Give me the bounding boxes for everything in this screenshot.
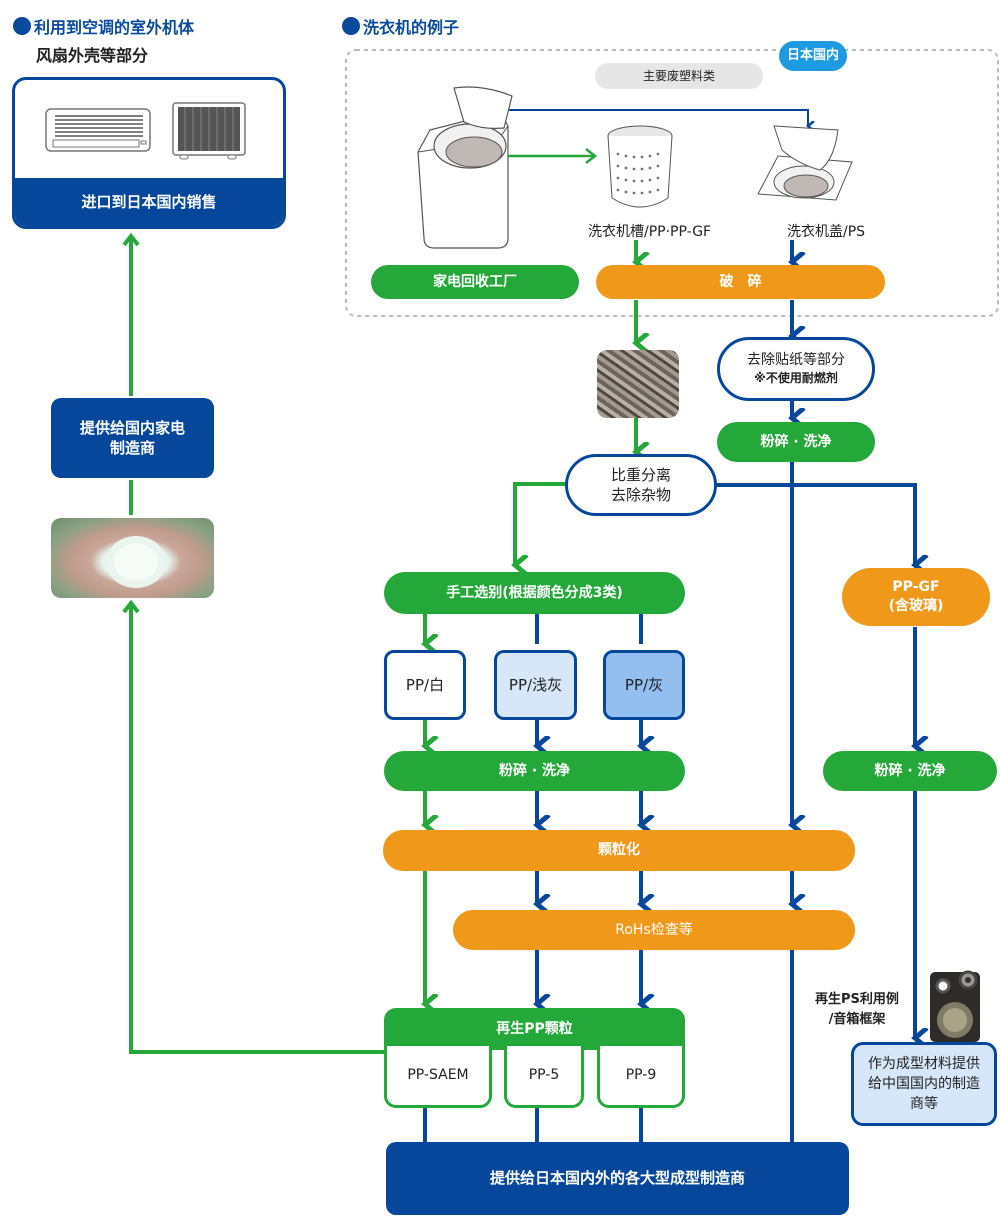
grade-pp-saem: PP-SAEM	[384, 1046, 492, 1108]
recycled-pp-header: 再生PP颗粒	[384, 1008, 685, 1050]
pp-light-gray-box: PP/浅灰	[494, 650, 577, 720]
pellets-photo	[51, 518, 214, 598]
remove-stickers-box: 去除贴纸等部分 ※不使用耐燃剂	[717, 337, 875, 401]
crushed-plastic-photo	[597, 350, 679, 418]
pelletize-pill: 颗粒化	[383, 830, 855, 871]
pulverize-wash-pill-ppgf: 粉碎 · 洗净	[823, 751, 997, 791]
final-supply-box: 提供给日本国内外的各大型成型制造商	[386, 1142, 849, 1215]
japan-domestic-badge: 日本国内	[779, 41, 847, 71]
manual-sorting-pill: 手工选别(根据颜色分成3类)	[384, 572, 685, 614]
domestic-appliance-supply-box: 提供给国内家电 制造商	[51, 398, 214, 478]
outdoor-unit-subheading: 风扇外壳等部分	[36, 46, 149, 65]
washer-lid-label: 洗衣机盖/PS	[787, 224, 866, 240]
pp-gray-box: PP/灰	[603, 650, 685, 720]
pellets-in-hand-icon	[106, 536, 166, 588]
china-supply-line2: 给中国国内的制造	[868, 1075, 980, 1092]
contains-glass-text: (含玻璃)	[888, 598, 944, 614]
china-supply-line1: 作为成型材料提供	[868, 1055, 980, 1072]
pp-gf-pill: PP-GF (含玻璃)	[842, 568, 990, 626]
ps-usage-example: 再生PS利用例 /音箱框架	[815, 990, 899, 1029]
main-waste-plastics-label: 主要废塑料类	[595, 63, 763, 89]
outdoor-ac-icon	[172, 102, 246, 160]
import-box: 进口到日本国内销售	[12, 77, 286, 229]
recycling-plant-pill: 家电回收工厂	[371, 265, 579, 299]
bullet-icon	[342, 17, 360, 35]
ps-usage-example-line1: 再生PS利用例	[815, 992, 899, 1007]
recycled-pp-group: 再生PP颗粒 PP-SAEM PP-5 PP-9	[384, 1008, 685, 1108]
left-green-flow	[129, 238, 385, 1054]
gravity-separation-box: 比重分离 去除杂物	[565, 454, 717, 516]
grade-pp-5: PP-5	[504, 1046, 584, 1108]
bullet-icon	[13, 17, 31, 35]
remove-impurities-text: 去除杂物	[610, 486, 671, 504]
outdoor-unit-heading: 利用到空调的室外机体	[13, 14, 194, 38]
pulverize-wash-pill-pp: 粉碎 · 洗净	[384, 751, 685, 791]
speaker-frame-photo	[930, 970, 980, 1042]
pp-gf-text: PP-GF	[892, 579, 940, 596]
washer-example-heading: 洗衣机的例子	[342, 14, 459, 38]
ps-usage-example-line2: /音箱框架	[828, 1011, 886, 1027]
pp-white-box: PP/白	[384, 650, 466, 720]
gravity-separation-text: 比重分离	[610, 465, 671, 484]
import-sales-label: 进口到日本国内销售	[15, 178, 283, 226]
washing-machine-icon	[417, 86, 513, 249]
washer-tub-label: 洗衣机槽/PP·PP-GF	[588, 224, 712, 240]
pulverize-wash-pill-ps: 粉碎 · 洗净	[717, 422, 875, 462]
domestic-supply-line2: 制造商	[109, 439, 155, 457]
grade-pp-9: PP-9	[597, 1046, 685, 1108]
rohs-inspection-pill: RoHs检查等	[453, 910, 855, 950]
indoor-ac-icon	[45, 108, 151, 152]
china-supply-line3: 商等	[910, 1096, 938, 1113]
remove-stickers-text: 去除贴纸等部分	[747, 352, 845, 369]
crushing-pill: 破 碎	[596, 265, 885, 299]
no-flame-retardant-note: ※不使用耐燃剂	[754, 371, 838, 386]
washer-lid-icon	[757, 125, 853, 201]
washer-tub-icon	[607, 125, 673, 208]
outdoor-unit-heading-text: 利用到空调的室外机体	[34, 18, 195, 37]
washer-example-heading-text: 洗衣机的例子	[363, 18, 460, 37]
china-manufacturers-supply-box: 作为成型材料提供 给中国国内的制造 商等	[851, 1042, 997, 1126]
domestic-supply-line1: 提供给国内家电	[79, 418, 185, 437]
